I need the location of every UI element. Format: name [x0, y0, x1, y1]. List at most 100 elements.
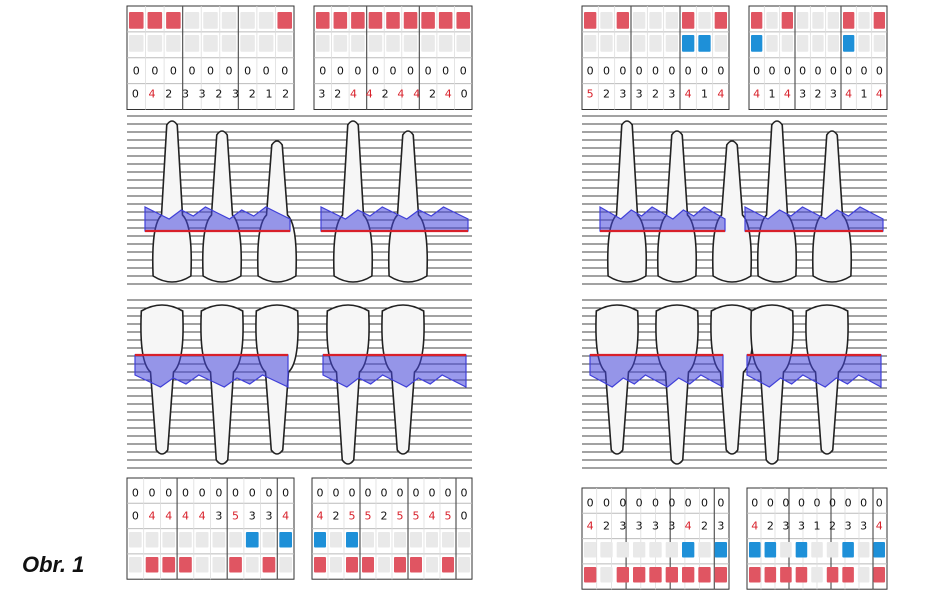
bleeding-cell — [330, 557, 342, 573]
pocket-depth-value: 4 — [165, 510, 172, 523]
bleeding-cell — [764, 567, 777, 583]
recession-value: 0 — [829, 497, 836, 510]
pocket-depth-value: 4 — [751, 520, 758, 533]
recession-value: 0 — [413, 487, 420, 500]
pocket-depth-value: 3 — [717, 520, 724, 533]
bleeding-cell — [633, 567, 646, 583]
bleeding-cell — [245, 557, 259, 573]
bleeding-cell — [316, 12, 330, 29]
bleeding-cell — [682, 12, 695, 29]
recession-value: 0 — [442, 65, 449, 78]
pocket-depth-value: 2 — [333, 510, 340, 523]
pocket-depth-value: 4 — [685, 520, 692, 533]
tooth-outline — [151, 120, 193, 283]
bleeding-cell — [229, 557, 242, 573]
plaque-cell — [616, 542, 629, 558]
pocket-depth-value: 2 — [701, 520, 708, 533]
pocket-depth-value: 3 — [199, 88, 206, 101]
recession-value: 0 — [390, 65, 397, 78]
tooth-outline — [332, 120, 374, 283]
recession-value: 0 — [784, 65, 791, 78]
bleeding-cell — [698, 567, 711, 583]
recession-value: 0 — [652, 65, 659, 78]
pocket-depth-value: 2 — [165, 88, 172, 101]
bleeding-cell — [145, 557, 159, 573]
probing-depth-area — [589, 354, 724, 389]
recession-value: 0 — [814, 497, 821, 510]
probing-depth-area — [322, 354, 467, 388]
plaque-cell — [616, 35, 629, 52]
recession-value: 0 — [461, 487, 468, 500]
pocket-depth-value: 5 — [349, 510, 356, 523]
bleeding-cell — [698, 12, 711, 29]
recession-value: 0 — [845, 65, 852, 78]
bleeding-cell — [279, 557, 292, 573]
recession-value: 0 — [182, 487, 189, 500]
pocket-depth-value: 3 — [636, 88, 643, 101]
bleeding-cell — [714, 567, 727, 583]
bleeding-cell — [147, 12, 163, 29]
plaque-cell — [827, 35, 839, 52]
pocket-depth-value: 1 — [701, 88, 708, 101]
pocket-depth-value: 4 — [876, 520, 883, 533]
pocket-depth-value: 4 — [413, 88, 420, 101]
plaque-cell — [714, 542, 727, 558]
plaque-cell — [858, 35, 870, 52]
pocket-depth-value: 2 — [334, 88, 341, 101]
bleeding-cell — [221, 12, 237, 29]
probing-depth-area — [599, 205, 726, 232]
plaque-cell — [633, 542, 646, 558]
recession-value: 0 — [815, 65, 822, 78]
bleeding-cell — [749, 567, 761, 583]
pocket-depth-value: 4 — [149, 88, 156, 101]
bleeding-cell — [812, 12, 824, 29]
plaque-cell — [184, 35, 200, 52]
pocket-depth-value: 4 — [876, 88, 883, 101]
recession-value: 0 — [685, 65, 692, 78]
recession-value: 0 — [207, 65, 214, 78]
recession-value: 0 — [636, 65, 643, 78]
plaque-cell — [600, 35, 613, 52]
recession-value: 0 — [701, 497, 708, 510]
bleeding-cell — [179, 557, 192, 573]
upper-teeth — [127, 115, 472, 285]
bleeding-cell — [857, 567, 870, 583]
plaque-cell — [262, 532, 276, 548]
recession-value: 0 — [265, 487, 272, 500]
recession-value: 0 — [199, 487, 206, 500]
bleeding-cell — [842, 567, 854, 583]
plaque-cell — [698, 542, 711, 558]
recession-value: 0 — [717, 65, 724, 78]
bleeding-cell — [584, 12, 597, 29]
plaque-cell — [245, 532, 259, 548]
recession-value: 0 — [188, 65, 195, 78]
pocket-depth-value: 0 — [132, 510, 139, 523]
recession-value: 0 — [587, 65, 594, 78]
recession-value: 0 — [319, 65, 326, 78]
plaque-cell — [229, 532, 242, 548]
recession-value: 0 — [603, 497, 610, 510]
bleeding-cell — [584, 567, 597, 583]
plaque-cell — [362, 532, 374, 548]
plaque-cell — [812, 35, 824, 52]
plaque-cell — [129, 35, 144, 52]
plaque-cell — [129, 532, 142, 548]
recession-value: 0 — [215, 487, 222, 500]
pocket-depth-value: 3 — [182, 88, 189, 101]
probing-depth-area — [744, 206, 884, 232]
bleeding-cell — [714, 12, 727, 29]
pocket-depth-value: 4 — [366, 88, 373, 101]
pocket-depth-value: 5 — [587, 88, 594, 101]
bleeding-cell — [781, 12, 793, 29]
tooth-outline — [756, 120, 798, 283]
bleeding-cell — [665, 12, 678, 29]
plaque-cell — [279, 532, 292, 548]
pocket-depth-value: 3 — [798, 520, 805, 533]
recession-value: 0 — [249, 487, 256, 500]
recession-value: 0 — [445, 487, 452, 500]
recession-value: 0 — [244, 65, 251, 78]
plaque-cell — [649, 35, 662, 52]
recession-value: 0 — [668, 65, 675, 78]
